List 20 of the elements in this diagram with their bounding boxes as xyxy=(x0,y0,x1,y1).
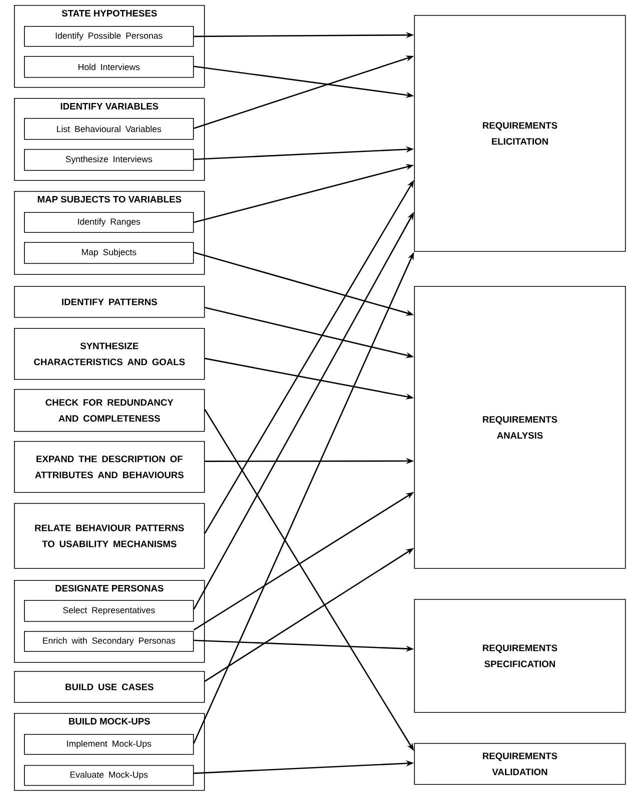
phase-box: REQUIREMENTS VALIDATION xyxy=(414,743,626,785)
step-box: Select Representatives xyxy=(24,600,194,622)
activity-box: EXPAND THE DESCRIPTION OF ATTRIBUTES AND BEHAVIOURS xyxy=(14,441,205,493)
step-box: Map Subjects xyxy=(24,242,194,264)
step-box: Synthesize Interviews xyxy=(24,149,194,171)
activity-box: IDENTIFY PATTERNS xyxy=(14,286,205,318)
activity-box: CHECK FOR REDUNDANCY AND COMPLETENESS xyxy=(14,389,205,432)
activity-box: BUILD USE CASES xyxy=(14,671,205,703)
phase-box: REQUIREMENTS ELICITATION xyxy=(414,15,626,252)
step-box: List Behavioural Variables xyxy=(24,118,194,140)
step-box: Evaluate Mock-Ups xyxy=(24,765,194,786)
step-box: Implement Mock-Ups xyxy=(24,734,194,755)
phase-box: REQUIREMENTS SPECIFICATION xyxy=(414,599,626,713)
phase-box: REQUIREMENTS ANALYSIS xyxy=(414,286,626,569)
step-box: Hold Interviews xyxy=(24,56,194,78)
step-box: Identify Ranges xyxy=(24,212,194,233)
activity-box: RELATE BEHAVIOUR PATTERNS TO USABILITY MECHANISMS xyxy=(14,503,205,569)
step-box: Identify Possible Personas xyxy=(24,26,194,47)
step-box: Enrich with Secondary Personas xyxy=(24,631,194,652)
activity-box: SYNTHESIZE CHARACTERISTICS AND GOALS xyxy=(14,328,205,380)
